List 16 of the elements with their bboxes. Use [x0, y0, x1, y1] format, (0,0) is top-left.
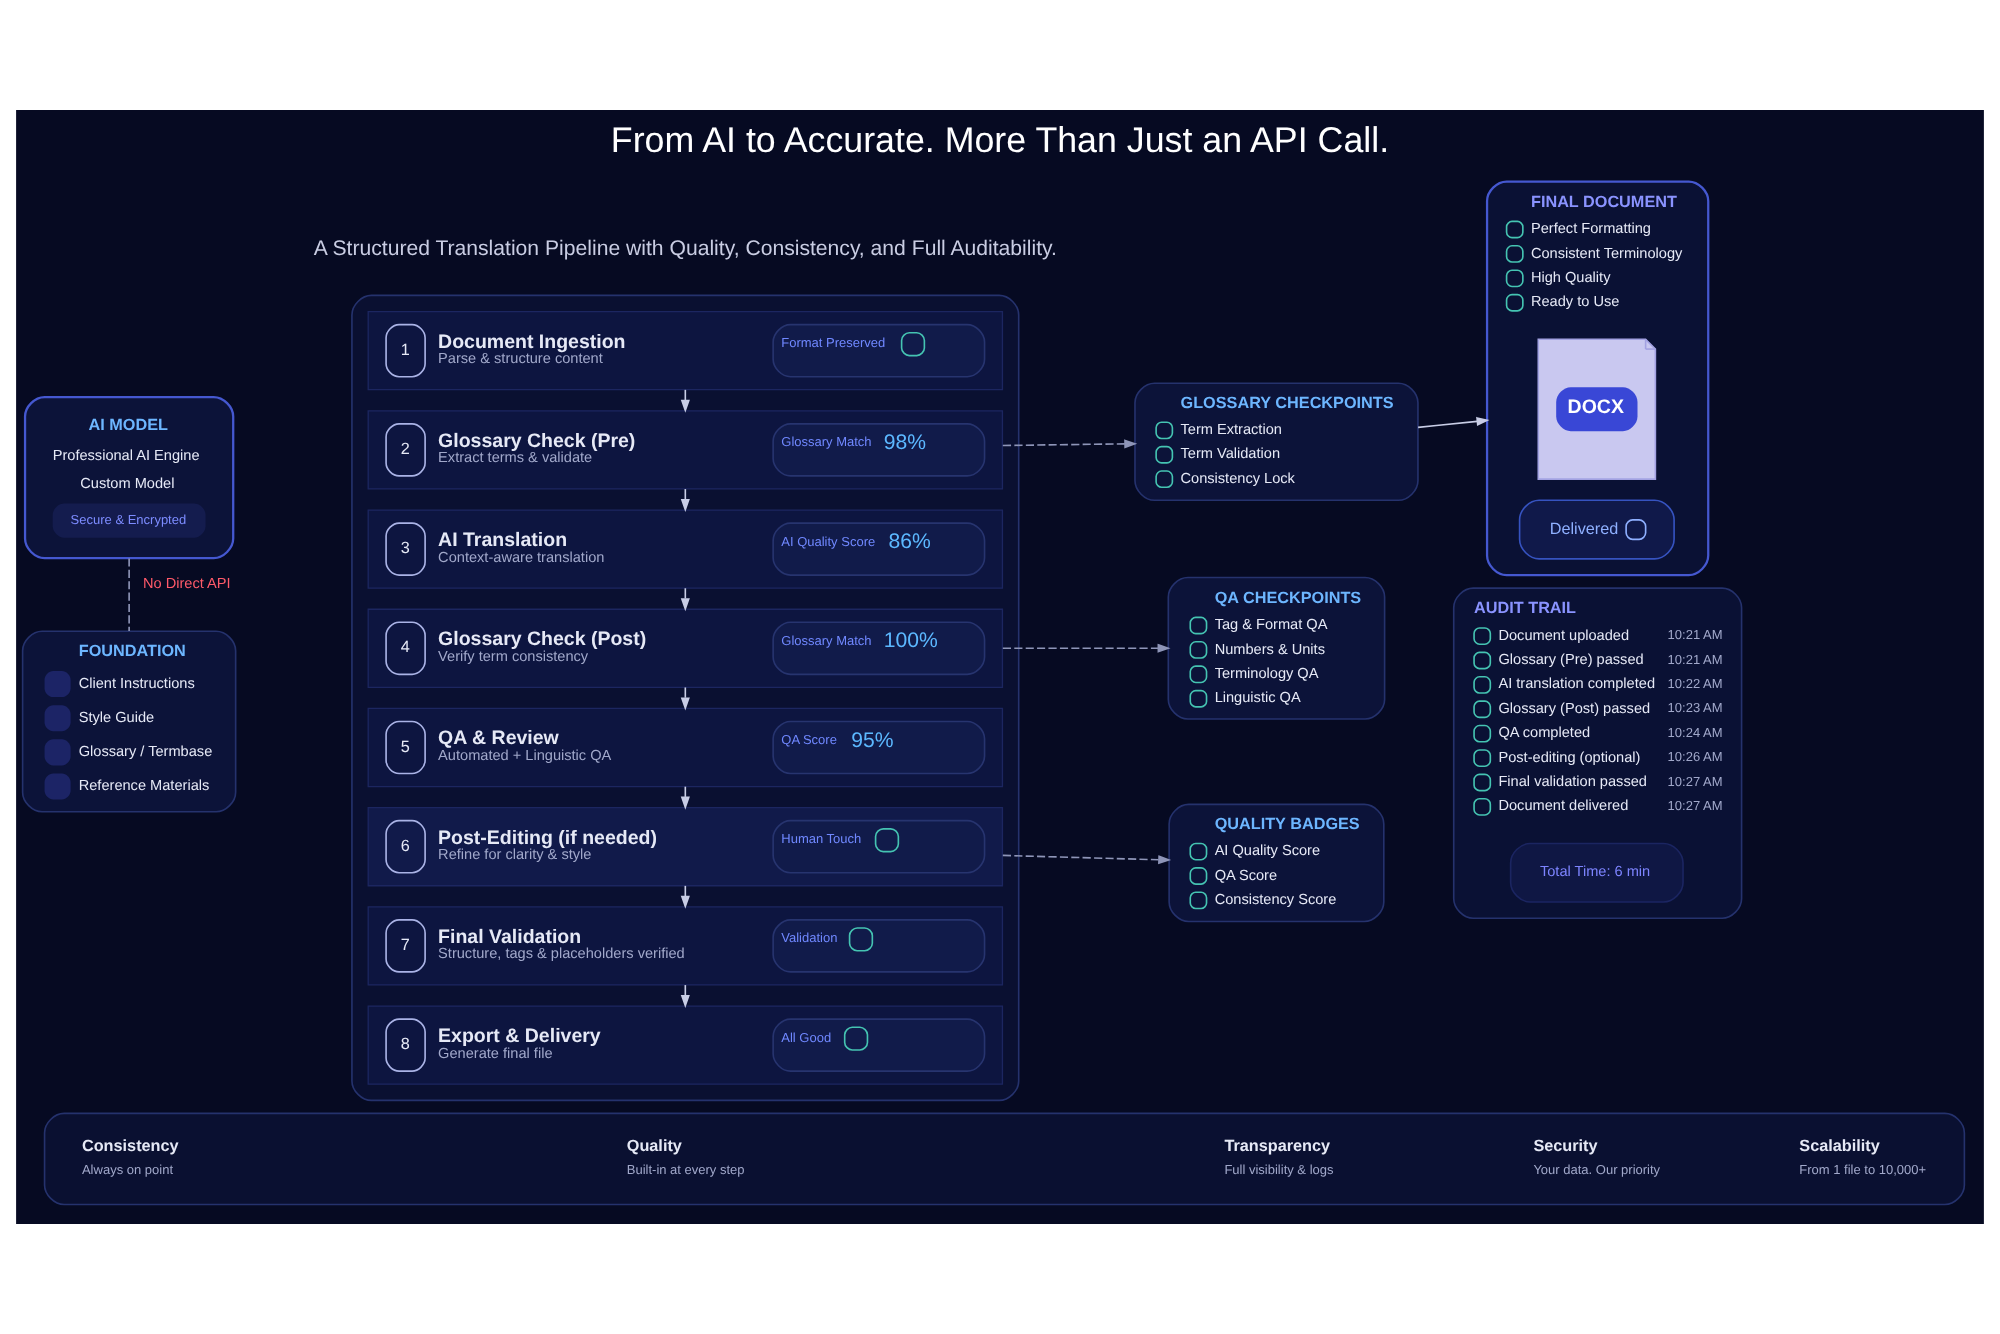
arrow [1002, 439, 1138, 449]
cluster [351, 294, 1020, 1102]
arrow [1417, 416, 1490, 429]
diagram-title: From AI to Accurate. More Than Just an API Call. [610, 119, 1390, 160]
node-box: QUALITY BADGES AI Quality Score QA Score Consistency Score [1168, 803, 1385, 923]
node-box: GLOSSARY CHECKPOINTS Term Extraction Term Validation Consistency Lock [1134, 382, 1419, 502]
node-box: QA CHECKPOINTS Tag & Format QA Numbers & Units Terminology QA Linguistic QA [1167, 576, 1386, 720]
edge-label: No Direct API [142, 573, 231, 592]
arrow [1002, 854, 1172, 865]
node-box: Delivered [1518, 499, 1675, 560]
node-box: FOUNDATION Client Instructions Style Guide Glossary / Termbase Reference Materials [21, 630, 237, 813]
cluster [43, 1112, 1966, 1206]
connector [128, 557, 130, 632]
label: A Structured Translation Pipeline with Quality, Consistency, and Full Auditability. [313, 237, 1057, 262]
arrow [1002, 643, 1171, 653]
node-box: Total Time: 6 min [1509, 842, 1684, 903]
